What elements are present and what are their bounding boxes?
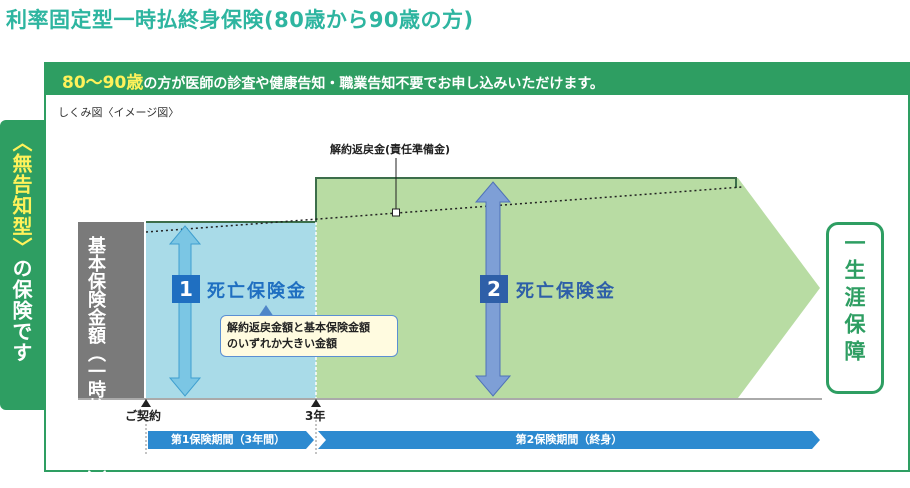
diagram-graphic <box>78 158 822 456</box>
death-benefit-2-number: 2 <box>480 275 508 303</box>
period2-label: 第2保険期間（終身） <box>515 433 623 446</box>
period1-area <box>146 222 316 398</box>
callout-pointer <box>258 305 274 317</box>
death-benefit-2-label: 死亡保険金 <box>516 281 616 302</box>
header-bar: 80〜90歳の方が医師の診査や健康告知・職業告知不要でお申し込みいただけます。 <box>44 62 910 95</box>
death-benefit-line <box>146 177 737 223</box>
period1-arrow <box>148 431 314 449</box>
surrender-label: 解約返戻金(責任準備金) <box>330 143 451 156</box>
period2-area <box>316 178 820 398</box>
side-banner-highlight: 〈無告知型〉 <box>9 132 33 258</box>
side-banner-body: の保険です <box>9 258 33 363</box>
callout-line-2: のいずれか大きい金額 <box>227 337 337 350</box>
premium-block <box>78 222 144 398</box>
callout-line-1: 解約返戻金額と基本保険金額 <box>227 321 370 334</box>
death-benefit-1-arrow <box>168 225 202 397</box>
contract-label: ご契約 <box>125 409 162 423</box>
side-banner-text: 〈無告知型〉の保険です <box>9 132 36 363</box>
period2-arrow <box>318 431 820 449</box>
lifelong-badge <box>826 222 884 394</box>
header-text: 80〜90歳の方が医師の診査や健康告知・職業告知不要でお申し込みいただけます。 <box>62 68 604 93</box>
premium-label: 基本保険金額（一時払保険料） <box>85 236 106 488</box>
page-title: 利率固定型一時払終身保険(80歳から90歳の方) <box>6 8 474 32</box>
year3-tick <box>311 399 321 407</box>
diagram-subtitle: しくみ図〈イメージ図〉 <box>58 106 180 119</box>
year3-label: 3年 <box>305 409 326 423</box>
period1-label: 第1保険期間（3年間） <box>170 433 286 446</box>
header-body: の方が医師の診査や健康告知・職業告知不要でお申し込みいただけます。 <box>143 76 604 92</box>
header-highlight: 80〜90歳 <box>62 73 144 93</box>
surrender-point-marker <box>392 208 400 217</box>
side-banner <box>0 120 44 410</box>
benefit-callout: 解約返戻金額と基本保険金額 のいずれか大きい金額 <box>220 315 398 357</box>
contract-tick <box>141 399 151 407</box>
lifelong-label: 一生涯保障 <box>842 232 866 367</box>
death-benefit-1-label: 死亡保険金 <box>207 281 307 302</box>
death-benefit-1-number: 1 <box>172 275 200 303</box>
